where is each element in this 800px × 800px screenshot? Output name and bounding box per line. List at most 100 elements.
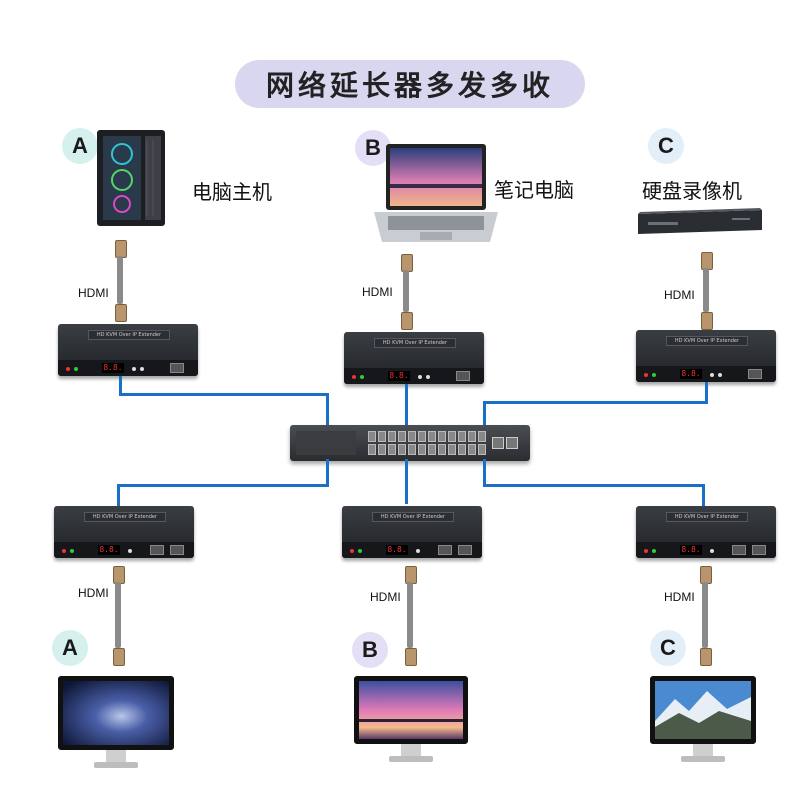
ethernet-port-icon [468, 431, 476, 442]
usb-port-icon [458, 545, 472, 555]
link-led-icon [652, 373, 656, 377]
network-line [119, 393, 329, 396]
hdmi-cable [407, 582, 413, 648]
monitor-stand [401, 744, 421, 756]
button-icon [710, 549, 714, 553]
ethernet-port-icon [408, 444, 416, 455]
monitor-base [389, 756, 433, 762]
network-switch [290, 425, 530, 461]
network-line [483, 401, 486, 427]
extender-label: HD KVM Over IP Extender [374, 338, 456, 348]
channel-display: 8.8. [680, 369, 702, 379]
extender-front-panel: 8.8. [342, 542, 482, 558]
network-line [705, 382, 708, 404]
hdmi-label: HDMI [78, 586, 109, 600]
ethernet-port-icon [468, 444, 476, 455]
extender-label: HD KVM Over IP Extender [84, 512, 166, 522]
usb-port-icon [150, 545, 164, 555]
network-line [702, 484, 705, 506]
monitor-screen [354, 676, 468, 744]
ethernet-port-icon [428, 444, 436, 455]
hdmi-cable [403, 270, 409, 312]
sfp-port-icon [506, 437, 518, 449]
monitor-screen [58, 676, 174, 750]
monitor-b [354, 676, 468, 762]
hdmi-connector-icon [115, 304, 127, 322]
ethernet-port-icon [458, 444, 466, 455]
hdmi-label: HDMI [664, 288, 695, 302]
ethernet-port-icon [398, 444, 406, 455]
network-line [326, 459, 329, 487]
network-line [483, 459, 486, 487]
mountain-wallpaper-icon [655, 681, 751, 739]
hdmi-cable [703, 268, 709, 312]
ethernet-port-icon [438, 431, 446, 442]
monitor-base [94, 762, 138, 768]
ethernet-port-icon [438, 444, 446, 455]
ethernet-port-icon [368, 444, 376, 455]
transmitter-a: HD KVM Over IP Extender 8.8. [58, 324, 198, 376]
monitor-base [681, 756, 725, 762]
network-line [405, 384, 408, 427]
transmitter-c: HD KVM Over IP Extender 8.8. [636, 330, 776, 382]
receiver-b: HD KVM Over IP Extender 8.8. [342, 506, 482, 558]
ethernet-port-icon [388, 444, 396, 455]
desktop-pc-icon [95, 128, 167, 228]
button-icon [426, 375, 430, 379]
hdmi-connector-icon [700, 648, 712, 666]
ethernet-port-icon [418, 444, 426, 455]
ethernet-port-icon [388, 431, 396, 442]
channel-display: 8.8. [386, 545, 408, 555]
usb-port-icon [170, 545, 184, 555]
extender-front-panel: 8.8. [58, 360, 198, 376]
channel-display: 8.8. [388, 371, 410, 381]
ethernet-port-icon [428, 431, 436, 442]
network-line [405, 459, 408, 504]
display-c-badge: C [650, 630, 686, 666]
link-led-icon [358, 549, 362, 553]
extender-front-panel: 8.8. [636, 366, 776, 382]
power-led-icon [66, 367, 70, 371]
button-icon [132, 367, 136, 371]
ethernet-port-icon [408, 431, 416, 442]
dvr-icon [634, 206, 766, 238]
extender-label: HD KVM Over IP Extender [666, 512, 748, 522]
extender-front-panel: 8.8. [636, 542, 776, 558]
monitor-a [58, 676, 174, 768]
transmitter-b: HD KVM Over IP Extender 8.8. [344, 332, 484, 384]
monitor-c [650, 676, 756, 762]
monitor-stand [693, 744, 713, 756]
display-b-badge: B [352, 632, 388, 668]
extender-label: HD KVM Over IP Extender [666, 336, 748, 346]
hdmi-cable [702, 582, 708, 648]
ethernet-port-icon [398, 431, 406, 442]
button-icon [416, 549, 420, 553]
ethernet-port-icon [448, 444, 456, 455]
network-line [119, 376, 122, 396]
source-c-badge: C [648, 128, 684, 164]
ethernet-port-icon [418, 431, 426, 442]
monitor-screen [650, 676, 756, 744]
receiver-c: HD KVM Over IP Extender 8.8. [636, 506, 776, 558]
display-a-badge: A [52, 630, 88, 666]
network-line [483, 484, 705, 487]
power-led-icon [62, 549, 66, 553]
link-led-icon [74, 367, 78, 371]
hdmi-port-icon [456, 371, 470, 381]
ethernet-port-icon [458, 431, 466, 442]
hdmi-label: HDMI [664, 590, 695, 604]
ethernet-port-icon [368, 431, 376, 442]
ethernet-port-icon [448, 431, 456, 442]
ethernet-port-icon [478, 431, 486, 442]
hdmi-port-icon [170, 363, 184, 373]
source-a-label: 电脑主机 [192, 180, 272, 204]
laptop-icon [372, 142, 500, 244]
hdmi-connector-icon [701, 312, 713, 330]
source-a-badge: A [62, 128, 98, 164]
switch-port-grid [368, 431, 486, 455]
usb-port-icon [752, 545, 766, 555]
power-led-icon [352, 375, 356, 379]
network-line [326, 393, 329, 427]
galaxy-wallpaper-icon [63, 681, 169, 745]
power-led-icon [350, 549, 354, 553]
